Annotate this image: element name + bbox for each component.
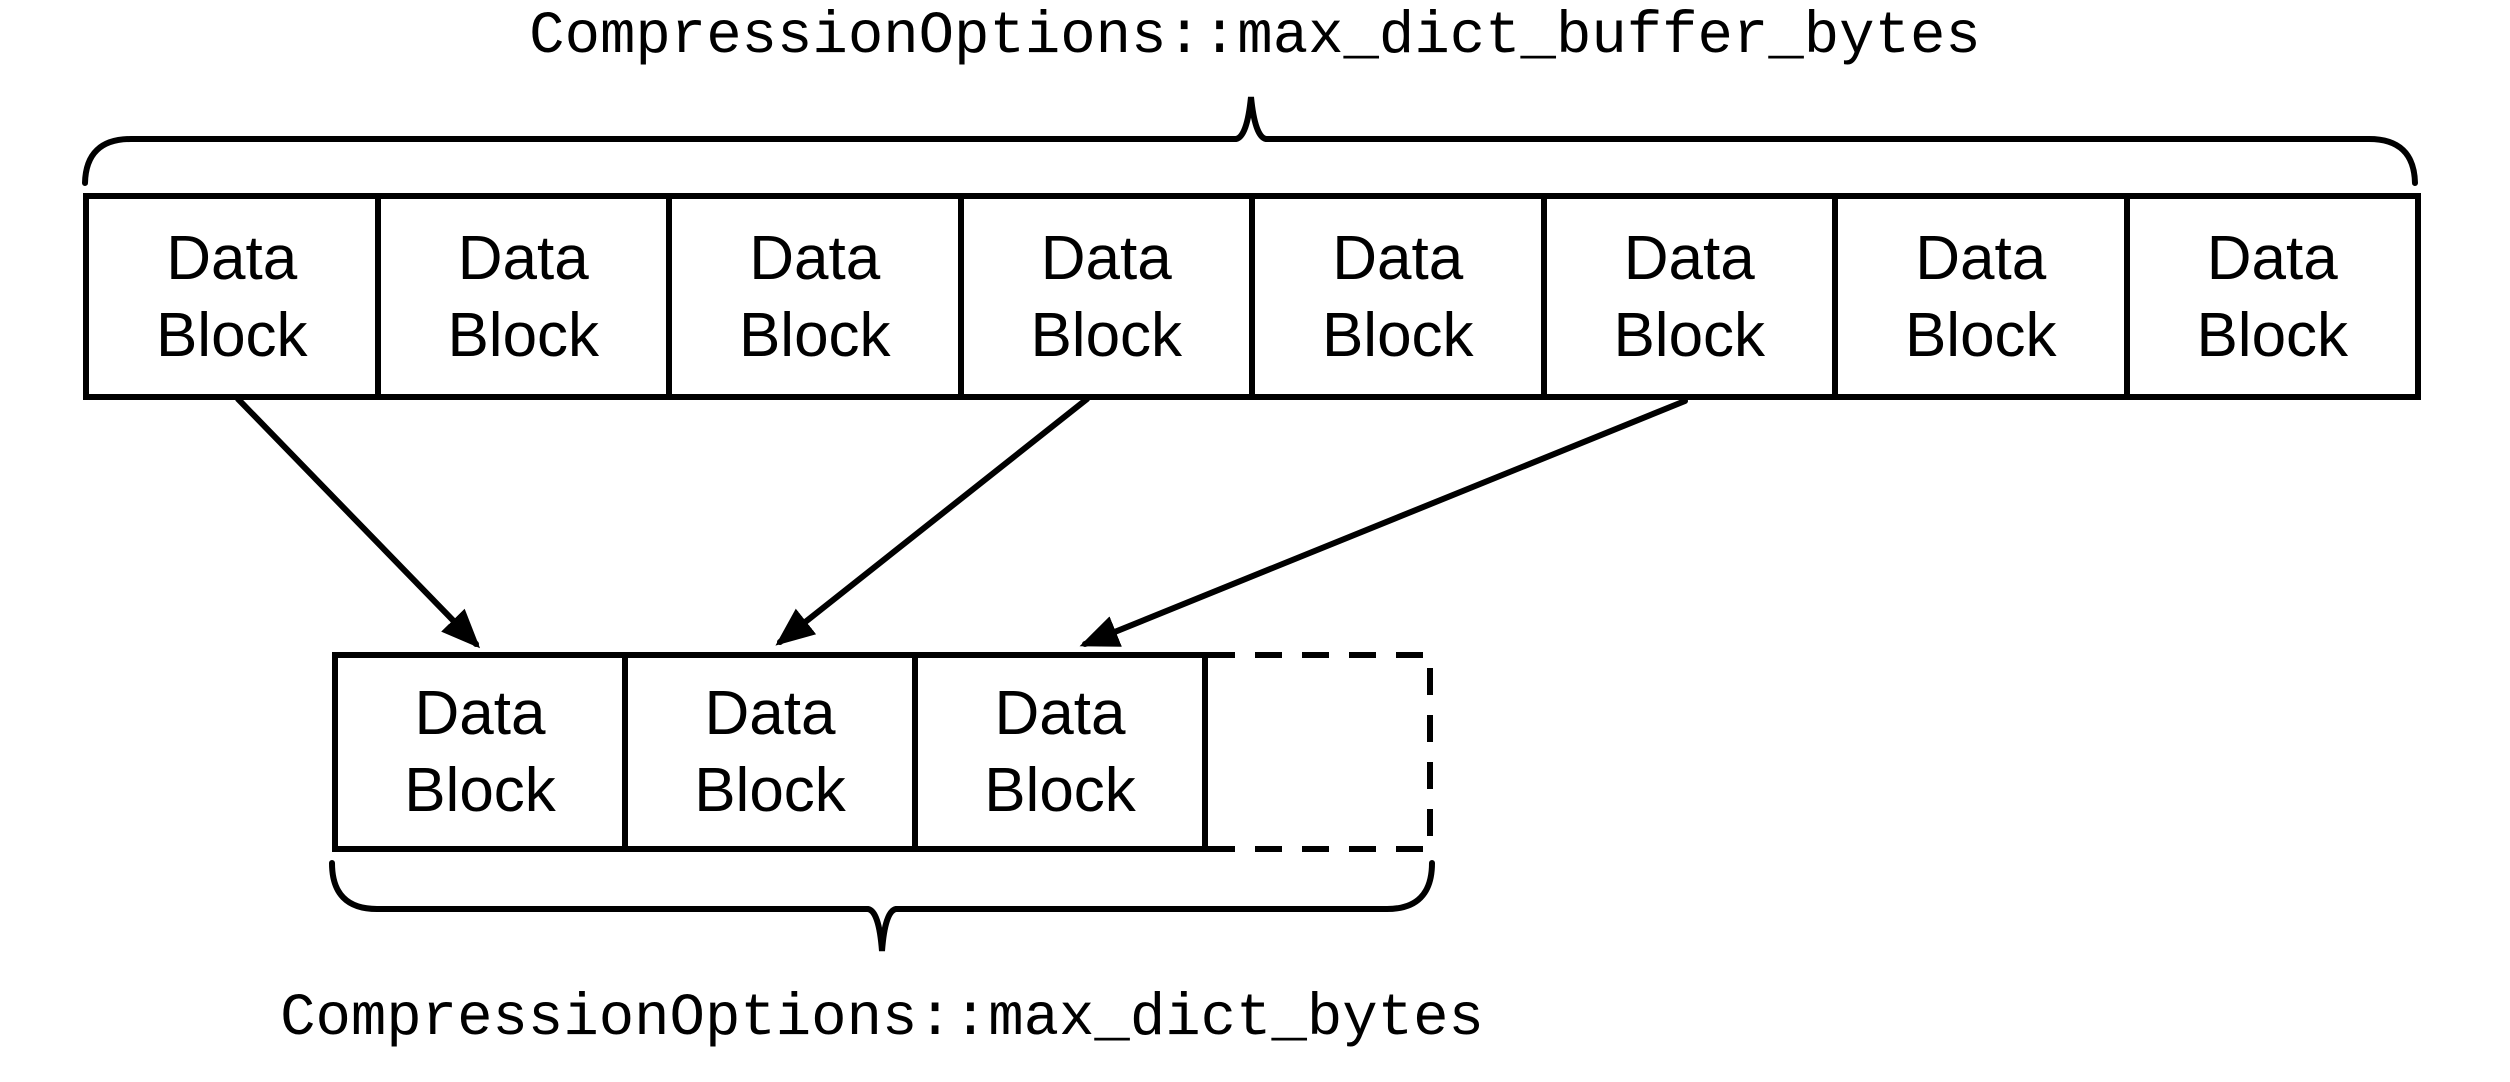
data-block-label-line: Block	[1030, 300, 1183, 370]
data-block-label-line: Data	[457, 223, 589, 293]
arrow-block4-to-dict	[775, 396, 1090, 646]
data-block-label-line: Data	[2206, 223, 2338, 293]
data-block-label-line: Data	[1332, 223, 1464, 293]
data-block-label: Data Block	[1613, 220, 1765, 374]
data-block-label-line: Block	[2196, 300, 2349, 370]
data-block-label-line: Data	[414, 679, 546, 748]
data-block: Data Block	[2123, 199, 2416, 394]
max-dict-buffer-bytes-label: CompressionOptions::max_dict_buffer_byte…	[529, 3, 1981, 70]
data-block-label: Data Block	[2196, 220, 2348, 374]
data-block: Data Block	[374, 199, 667, 394]
top-brace	[82, 96, 2418, 186]
data-block-label: Data Block	[404, 675, 556, 829]
data-block-label-line: Block	[1904, 300, 2057, 370]
data-block: Data Block	[912, 658, 1202, 846]
data-block-label-line: Block	[1321, 300, 1474, 370]
data-block-label-line: Data	[1915, 223, 2047, 293]
data-block: Data Block	[1249, 199, 1541, 394]
data-block-label: Data Block	[156, 220, 308, 374]
data-block-label: Data Block	[447, 220, 599, 374]
data-block-label: Data Block	[739, 220, 891, 374]
data-block-label-line: Data	[166, 223, 298, 293]
data-block: Data Block	[89, 199, 375, 394]
data-block-label-line: Block	[694, 756, 846, 825]
arrow-block6-to-dict	[1079, 398, 1688, 647]
data-block-label-line: Block	[1613, 300, 1766, 370]
data-block: Data Block	[666, 199, 958, 394]
data-block-label: Data Block	[694, 675, 846, 829]
data-block-label: Data Block	[1322, 220, 1474, 374]
data-block-label-line: Block	[738, 300, 891, 370]
data-block-label-line: Block	[404, 756, 556, 825]
data-block: Data Block	[1540, 199, 1833, 394]
dashed-block-outline	[1208, 652, 1433, 852]
data-block-label-line: Data	[1623, 223, 1755, 293]
data-block: Data Block	[338, 658, 622, 846]
arrow-block1-to-dict	[235, 396, 481, 649]
dict-row: Data Block Data Block Data Block	[332, 652, 1208, 852]
data-block: Data Block	[622, 658, 912, 846]
data-block: Data Block	[1832, 199, 2124, 394]
data-block-label-line: Data	[749, 223, 881, 293]
data-block-label-line: Block	[155, 300, 308, 370]
data-block-label-line: Block	[984, 756, 1136, 825]
data-block-label: Data Block	[984, 675, 1136, 829]
data-block: Data Block	[957, 199, 1250, 394]
data-block-label: Data Block	[1905, 220, 2057, 374]
buffer-row: Data Block Data Block Data Block Data Bl…	[83, 193, 2421, 400]
data-block-label-line: Block	[447, 300, 600, 370]
bottom-brace	[329, 860, 1435, 952]
data-block-label-line: Data	[1040, 223, 1172, 293]
data-block-label-line: Data	[704, 679, 836, 748]
data-block-label: Data Block	[1030, 220, 1182, 374]
data-block-label-line: Data	[994, 679, 1126, 748]
max-dict-bytes-label: CompressionOptions::max_dict_bytes	[280, 985, 1484, 1052]
